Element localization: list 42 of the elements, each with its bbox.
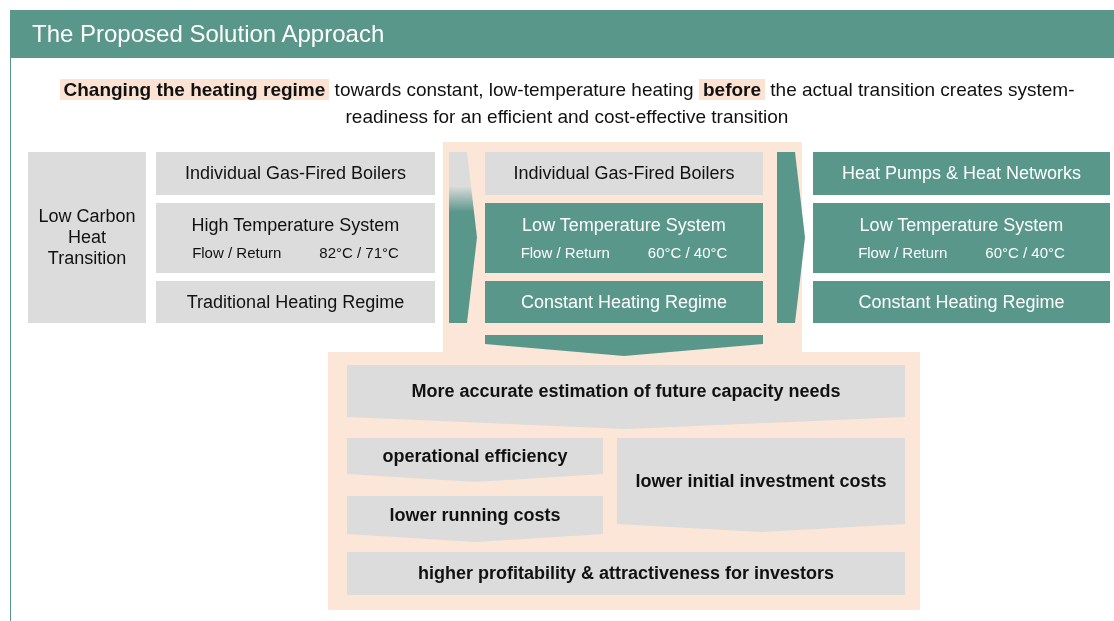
chevron-arrow [777, 152, 805, 323]
box-detail: 60°C / 40°C [647, 244, 728, 261]
box-label: Constant Heating Regime [520, 291, 728, 313]
box-label: lower running costs [389, 504, 561, 526]
box-label: Individual Gas-Fired Boilers [513, 163, 735, 184]
process-box [347, 496, 603, 542]
box-label: Traditional Heating Regime [186, 291, 405, 313]
box-detail: 60°C / 40°C [985, 244, 1065, 261]
process-box [347, 438, 603, 482]
box-detail: Flow / Return [192, 244, 282, 261]
process-box [347, 365, 905, 429]
title-bar: The Proposed Solution Approach [10, 10, 1114, 58]
box-label: Low Carbon Heat Transition [37, 206, 137, 269]
process-box [485, 152, 763, 195]
process-box [485, 203, 763, 273]
box-label: Low Temperature System [522, 215, 726, 236]
process-box [813, 281, 1110, 323]
box-label: lower initial investment costs [635, 470, 887, 492]
box-detail: Flow / Return [520, 244, 610, 261]
process-box [156, 203, 435, 273]
box-label: Low Temperature System [859, 215, 1064, 236]
process-box [813, 152, 1110, 195]
box-label: Heat Pumps & Heat Networks [841, 163, 1082, 184]
box-label: Individual Gas-Fired Boilers [184, 163, 407, 184]
process-box [617, 438, 905, 532]
process-box [156, 281, 435, 323]
process-box [347, 552, 905, 595]
chevron-arrow [485, 335, 763, 356]
box-detail: Flow / Return [858, 244, 948, 261]
process-box [156, 152, 435, 195]
box-label: operational efficiency [382, 445, 568, 467]
box-label: higher profitability & attractiveness for investors [417, 563, 835, 584]
chevron-arrow [449, 152, 477, 323]
box-label: High Temperature System [191, 215, 400, 236]
box-label: More accurate estimation of future capacity needs [411, 380, 841, 402]
process-box [813, 203, 1110, 273]
process-box [485, 281, 763, 323]
box-detail: 82°C / 71°C [319, 244, 399, 261]
subtitle-text: Changing the heating regime towards constant, low-temperature heating before the actual transition creates system-readiness for an efficient and cost-effective transition [20, 76, 1114, 130]
process-box [28, 152, 146, 323]
box-label: Constant Heating Regime [858, 291, 1065, 313]
panel-background [328, 352, 920, 610]
